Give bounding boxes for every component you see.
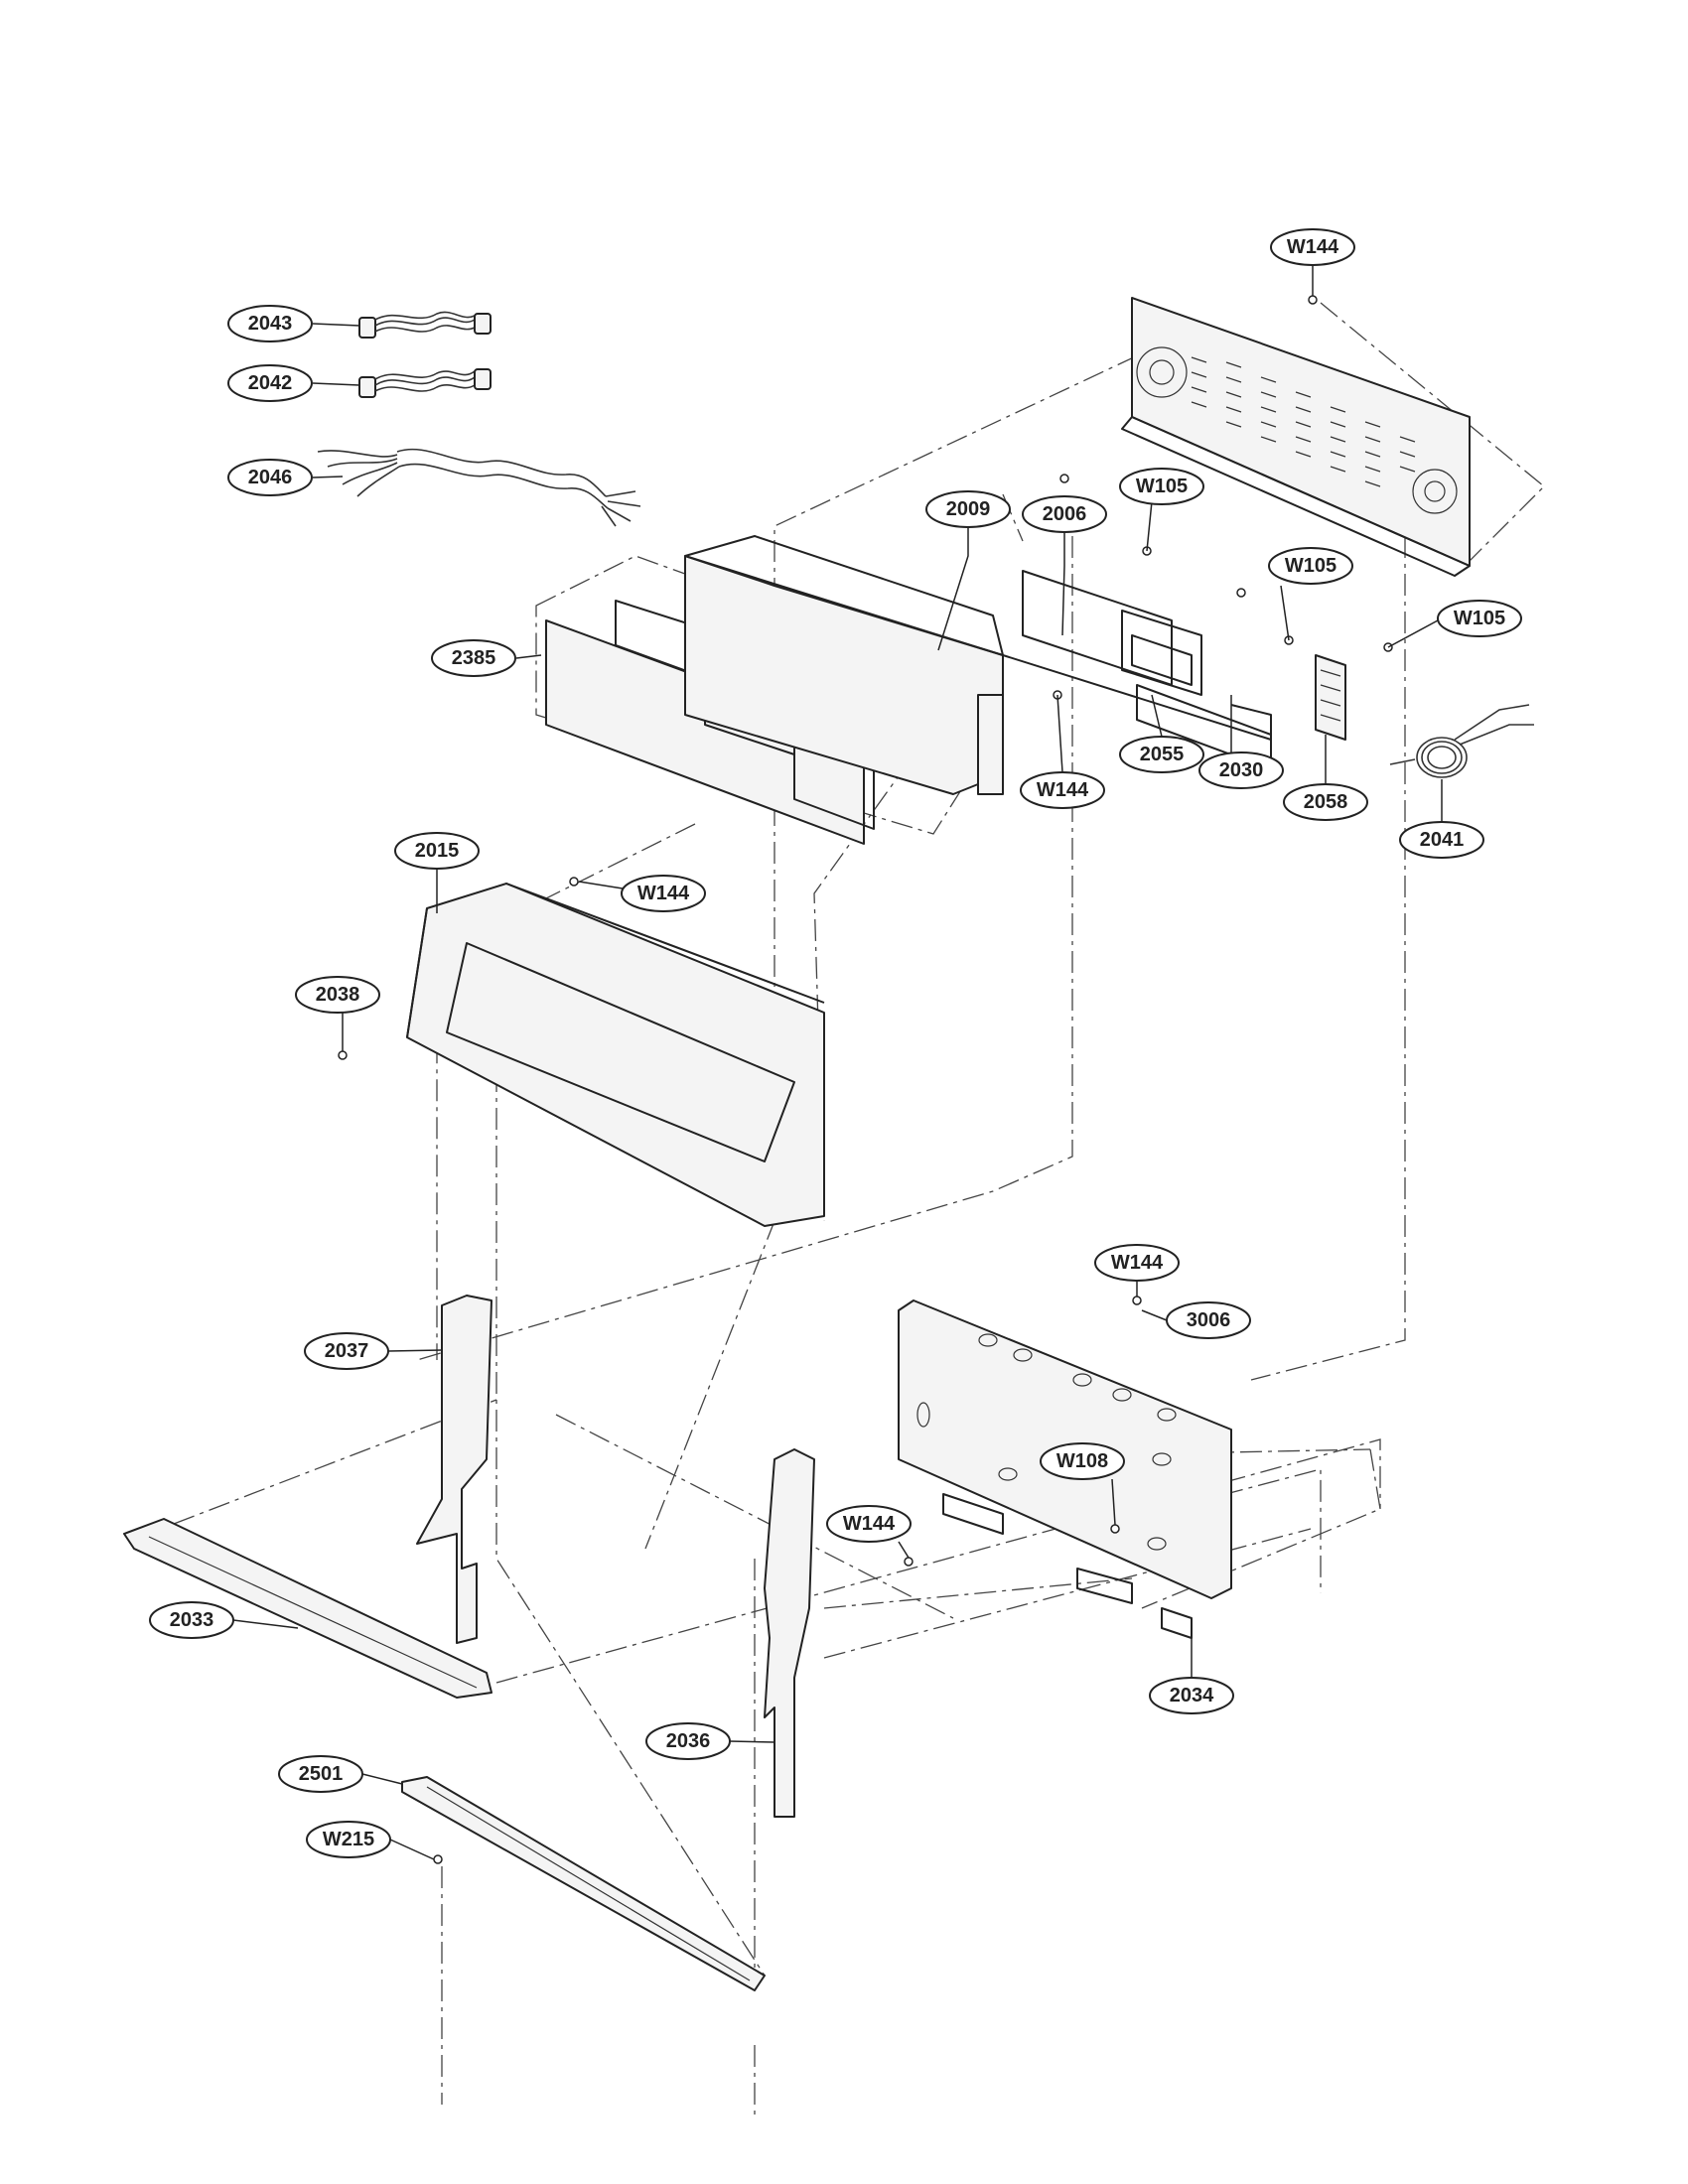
- callout-2015: 2015: [394, 832, 480, 870]
- side-bracket-2037: [416, 1295, 492, 1644]
- callout-w144-mid: W144: [1020, 771, 1105, 809]
- leader-lines: [232, 265, 1443, 1860]
- callout-2037: 2037: [304, 1332, 389, 1370]
- svg-text:W105: W105: [1454, 608, 1505, 629]
- callout-2043: 2043: [227, 305, 313, 342]
- callout-2038: 2038: [295, 976, 380, 1014]
- callout-2009: 2009: [925, 490, 1011, 528]
- svg-text:2036: 2036: [666, 1730, 711, 1752]
- callout-w144-right: W144: [1094, 1244, 1180, 1282]
- svg-text:W144: W144: [843, 1513, 896, 1535]
- callout-3006: 3006: [1166, 1301, 1251, 1339]
- svg-text:2055: 2055: [1140, 744, 1185, 765]
- svg-text:W215: W215: [323, 1829, 374, 1850]
- svg-text:2385: 2385: [452, 647, 496, 669]
- svg-text:2009: 2009: [946, 498, 991, 520]
- callout-2041: 2041: [1399, 821, 1484, 859]
- svg-text:2041: 2041: [1420, 829, 1465, 851]
- control-panel-2015: [406, 883, 825, 1227]
- svg-text:2046: 2046: [248, 467, 293, 488]
- callout-2034: 2034: [1149, 1677, 1234, 1714]
- svg-text:W105: W105: [1285, 555, 1336, 577]
- callout-w144-panel: W144: [621, 875, 706, 912]
- svg-text:W144: W144: [1111, 1252, 1164, 1274]
- svg-text:W105: W105: [1136, 476, 1188, 497]
- wire-harness-2043: [358, 311, 492, 339]
- callout-2033: 2033: [149, 1601, 234, 1639]
- callout-2046: 2046: [227, 459, 313, 496]
- svg-text:2033: 2033: [170, 1609, 214, 1631]
- callout-w215: W215: [306, 1821, 391, 1858]
- svg-text:2030: 2030: [1219, 759, 1264, 781]
- callout-2385: 2385: [431, 639, 516, 677]
- callout-w144-top: W144: [1270, 228, 1355, 266]
- svg-text:W108: W108: [1056, 1450, 1108, 1472]
- svg-text:2015: 2015: [415, 840, 460, 862]
- side-bracket-2036: [764, 1448, 815, 1818]
- coiled-wire-2041: [1389, 704, 1534, 778]
- svg-text:2037: 2037: [325, 1340, 369, 1362]
- svg-text:2006: 2006: [1043, 503, 1087, 525]
- rear-grille-panel: [1121, 297, 1471, 577]
- callout-2006: 2006: [1022, 495, 1107, 533]
- svg-text:3006: 3006: [1187, 1309, 1231, 1331]
- callout-2036: 2036: [645, 1722, 731, 1760]
- wire-harness-2046: [317, 448, 641, 527]
- svg-text:2042: 2042: [248, 372, 293, 394]
- svg-text:2043: 2043: [248, 313, 293, 335]
- svg-text:W144: W144: [637, 883, 690, 904]
- terminal-block-2058: [1315, 654, 1346, 741]
- callout-2042: 2042: [227, 364, 313, 402]
- front-rail-2033: [123, 1518, 492, 1699]
- svg-text:W144: W144: [1287, 236, 1339, 258]
- grille-slots: [1191, 356, 1416, 487]
- callout-2501: 2501: [278, 1755, 363, 1793]
- svg-text:2501: 2501: [299, 1763, 344, 1785]
- trim-strip-2501: [401, 1776, 766, 1991]
- svg-text:2038: 2038: [316, 984, 360, 1006]
- callout-w144-low: W144: [826, 1505, 912, 1543]
- callout-2030: 2030: [1198, 751, 1284, 789]
- callout-w105-b: W105: [1268, 547, 1353, 585]
- frame-bracket-2006: [684, 535, 1272, 795]
- callout-w105-c: W105: [1437, 600, 1522, 637]
- callout-w108: W108: [1040, 1442, 1125, 1480]
- svg-text:2034: 2034: [1170, 1685, 1214, 1706]
- callout-2055: 2055: [1119, 736, 1204, 773]
- svg-text:W144: W144: [1037, 779, 1089, 801]
- callout-2058: 2058: [1283, 783, 1368, 821]
- callout-w105-a: W105: [1119, 468, 1204, 505]
- svg-text:2058: 2058: [1304, 791, 1348, 813]
- wire-harness-2042: [358, 368, 492, 398]
